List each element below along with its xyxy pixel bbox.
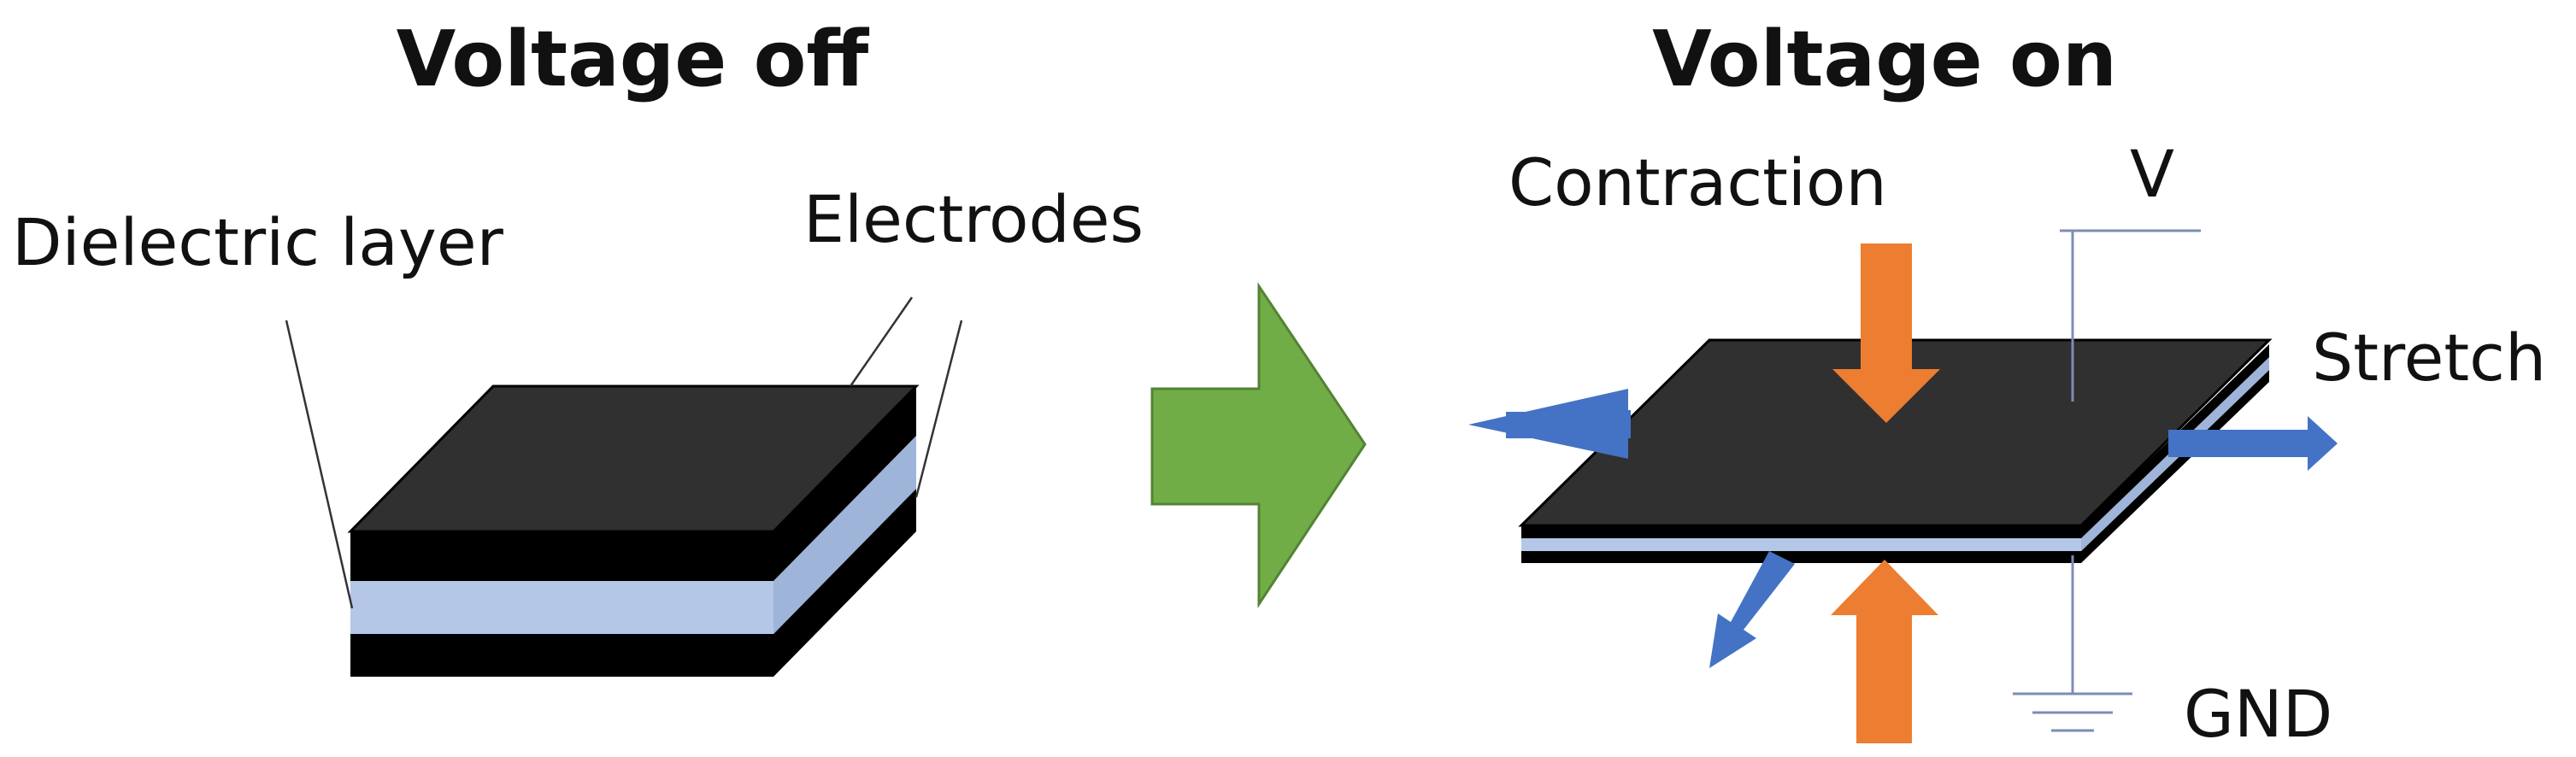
contraction-arrow-top-icon — [1832, 244, 1940, 423]
ground-label: GND — [2184, 676, 2332, 752]
electrodes-label: Electrodes — [803, 181, 1144, 257]
stack-voltage-off — [347, 384, 920, 677]
stretch-arrow-diagonal-icon — [1709, 551, 1795, 668]
contraction-label: Contraction — [1509, 144, 1887, 220]
top-electrode-side — [773, 386, 916, 581]
electrode-leader-line-top — [849, 296, 914, 387]
ground-icon — [2013, 692, 2132, 732]
contraction-arrow-bottom-icon — [1831, 560, 1938, 743]
dielectric-layer-label: Dielectric layer — [12, 204, 504, 280]
thin-bottom-electrode-front — [1521, 551, 2081, 563]
thin-bottom-electrode-side — [2081, 370, 2269, 563]
title-voltage-off: Voltage off — [397, 15, 870, 104]
title-voltage-on: Voltage on — [1652, 15, 2117, 104]
thin-dielectric-front — [1521, 538, 2081, 551]
top-electrode-front — [350, 531, 773, 581]
top-electrode-top — [347, 384, 920, 533]
dielectric-layer-side — [773, 436, 916, 634]
stretch-arrow-right-icon — [2168, 416, 2338, 471]
thin-top-electrode-top — [1518, 338, 2273, 527]
bottom-electrode-front — [350, 634, 773, 677]
stretch-arrow-left-shaft — [1506, 412, 1631, 438]
stretch-label: Stretch — [2312, 320, 2546, 396]
dielectric-layer-front — [350, 581, 773, 634]
thin-top-electrode-front — [1521, 525, 2081, 538]
dielectric-leader-line — [285, 320, 354, 609]
transition-arrow-icon — [1150, 282, 1367, 608]
bottom-electrode-side — [773, 489, 916, 677]
electrode-leader-line-side — [915, 320, 963, 498]
voltage-label: V — [2130, 136, 2174, 212]
